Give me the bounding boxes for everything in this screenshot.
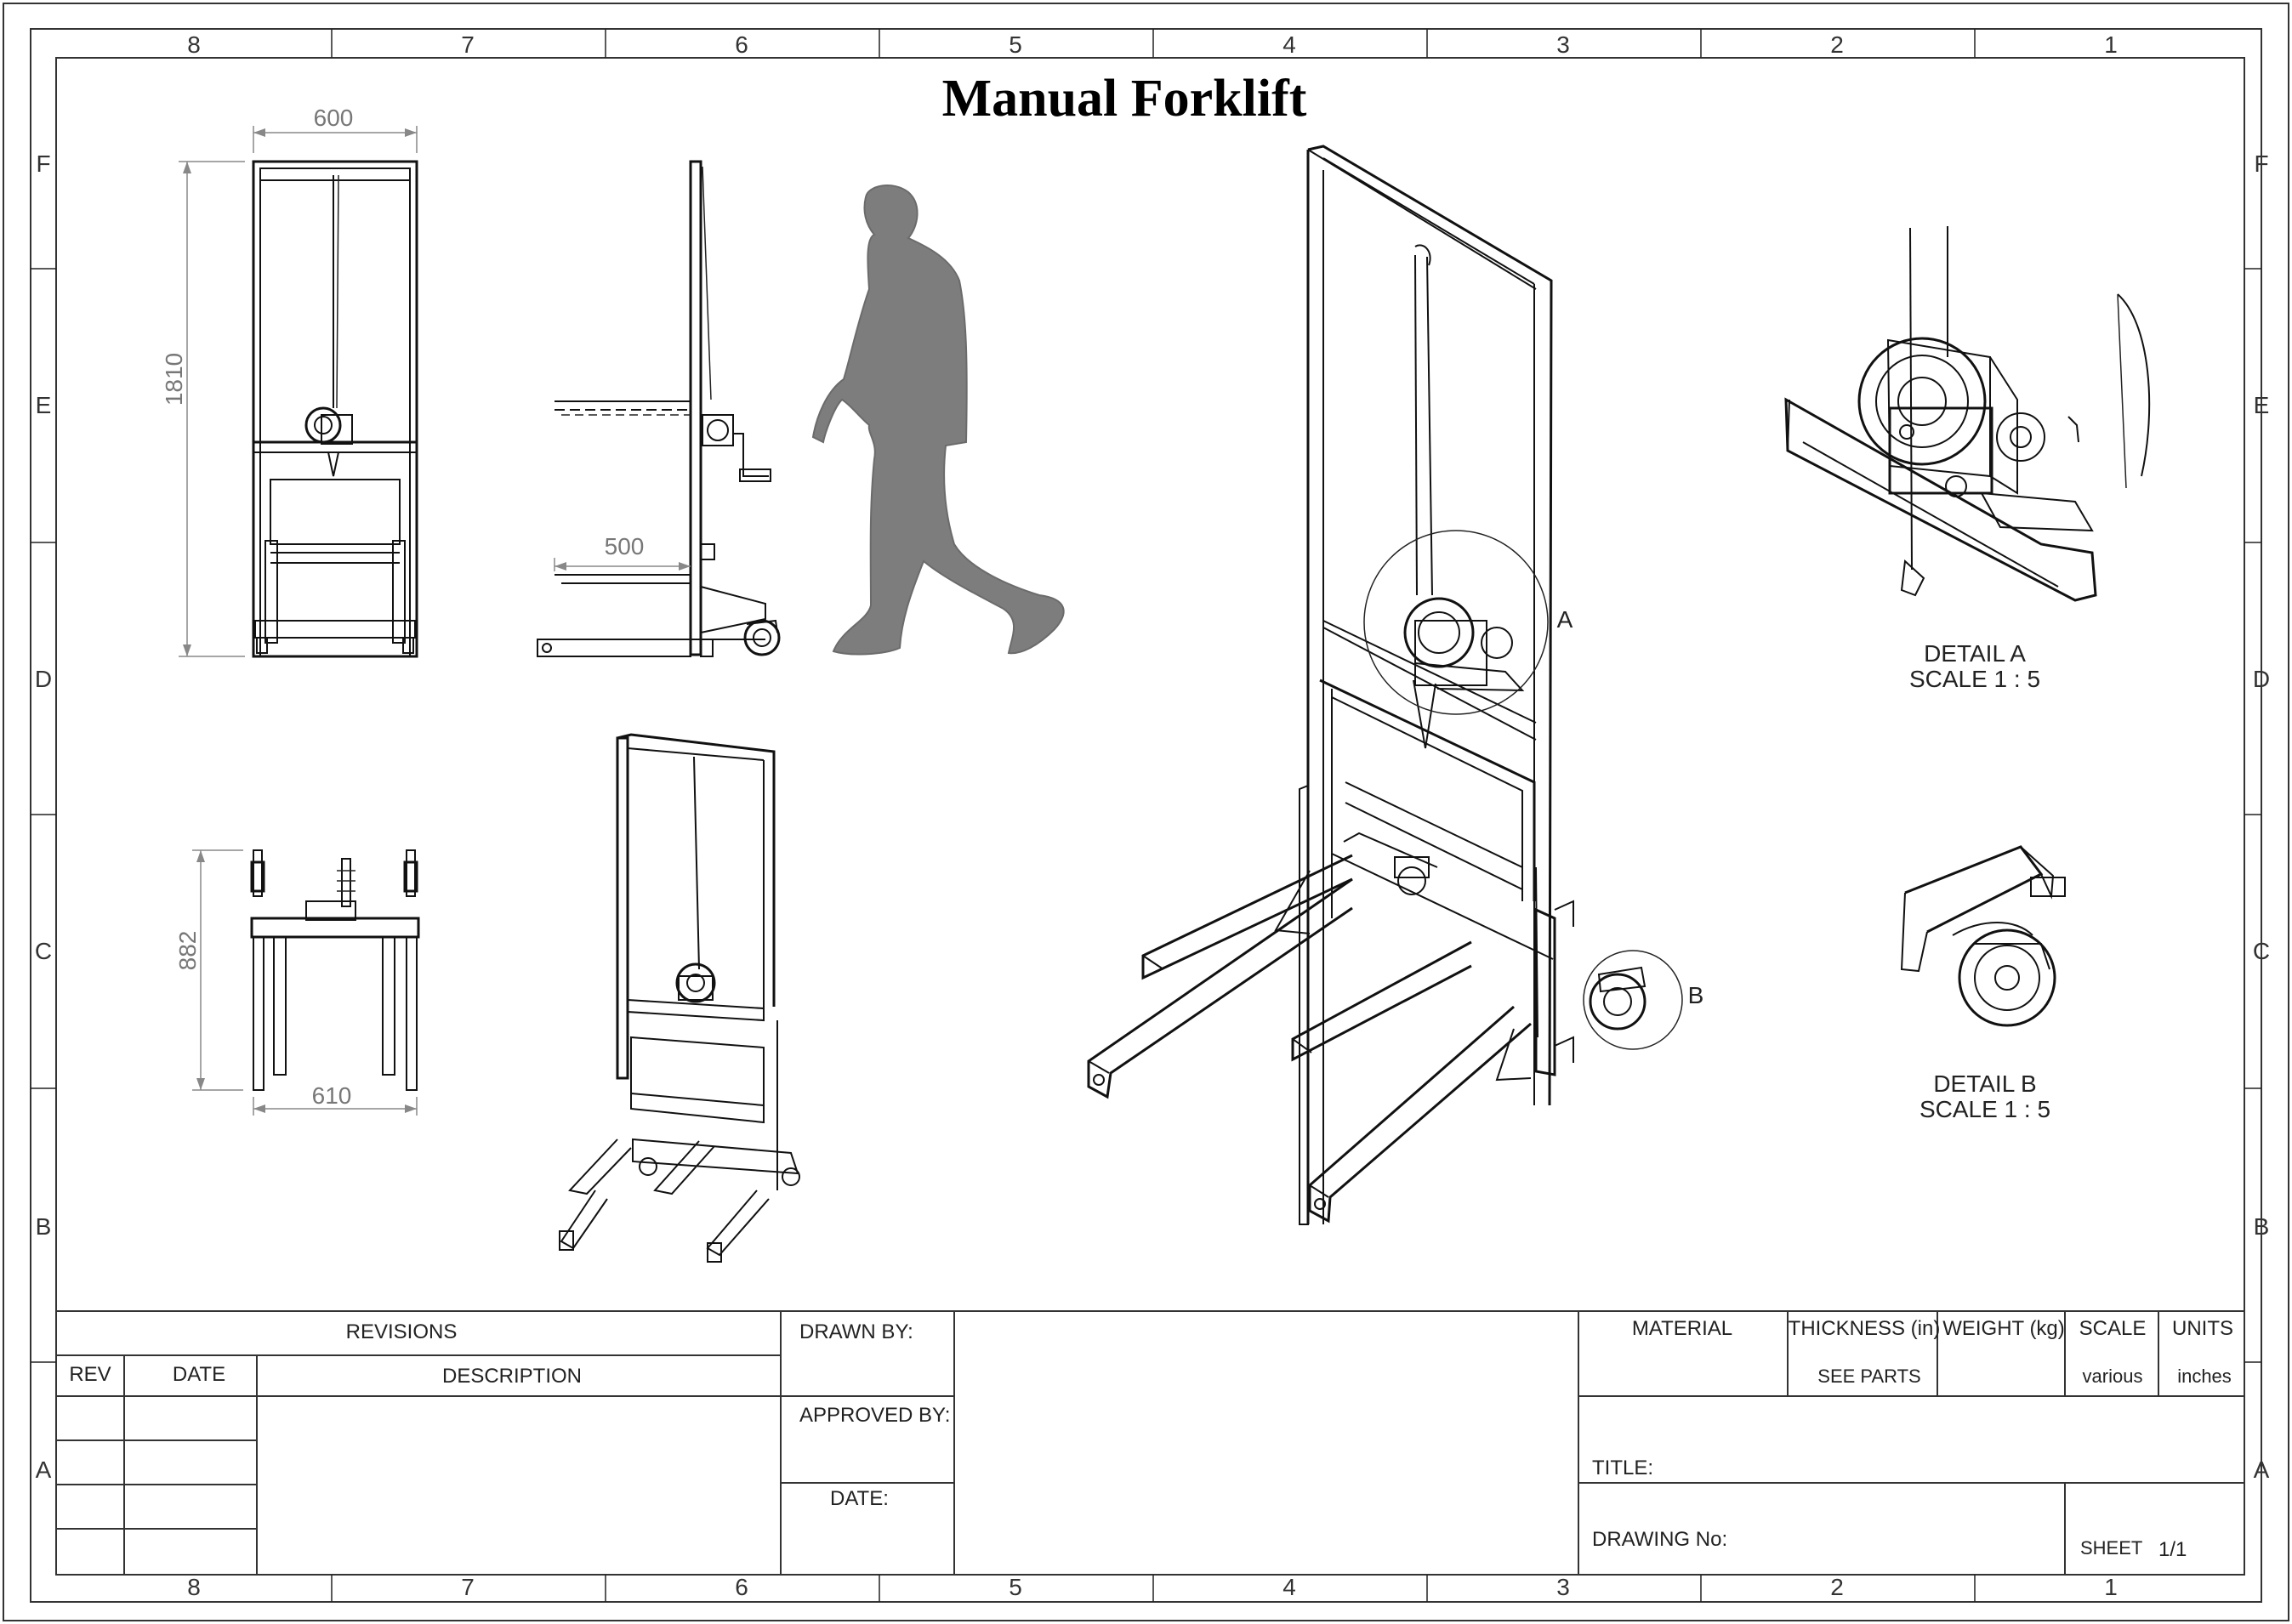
front-view-dimensions bbox=[179, 126, 418, 657]
zone-col-5-top: 5 bbox=[1009, 31, 1022, 58]
small-isometric-view bbox=[559, 733, 800, 1263]
zone-row-b-left: B bbox=[36, 1213, 52, 1240]
top-view bbox=[250, 849, 420, 1091]
zone-row-b-right: B bbox=[2254, 1213, 2270, 1240]
units-value: inches bbox=[2177, 1366, 2232, 1387]
zone-row-e-left: E bbox=[36, 392, 52, 418]
zone-col-7-bottom: 7 bbox=[461, 1574, 475, 1600]
side-view-dimensions bbox=[554, 558, 691, 571]
detail-callout-a: A bbox=[1557, 606, 1573, 633]
detail-callout-b: B bbox=[1688, 982, 1704, 1008]
zone-row-d-left: D bbox=[35, 666, 52, 692]
dimension-side-fork-length: 500 bbox=[605, 533, 645, 559]
sheet-value: 1/1 bbox=[2158, 1538, 2187, 1561]
detail-a-view bbox=[1784, 226, 2151, 602]
detail-callout-circles bbox=[1363, 530, 1683, 1050]
material-label: MATERIAL bbox=[1632, 1317, 1732, 1340]
main-isometric-view bbox=[1087, 145, 1646, 1225]
detail-a-scale: SCALE 1 : 5 bbox=[1909, 666, 2040, 692]
thickness-value: SEE PARTS bbox=[1817, 1366, 1920, 1387]
sheet-frame bbox=[30, 28, 2262, 1603]
zone-col-2-bottom: 2 bbox=[1830, 1574, 1844, 1600]
zone-col-5-bottom: 5 bbox=[1009, 1574, 1022, 1600]
detail-b-scale: SCALE 1 : 5 bbox=[1919, 1096, 2050, 1122]
approved-by-label: APPROVED BY: bbox=[799, 1404, 950, 1427]
zone-col-2-top: 2 bbox=[1830, 31, 1844, 58]
zone-col-8-bottom: 8 bbox=[187, 1574, 201, 1600]
zone-col-1-bottom: 1 bbox=[2104, 1574, 2118, 1600]
sheet-label: SHEET bbox=[2080, 1537, 2142, 1559]
rev-column-header: REV bbox=[69, 1363, 111, 1386]
zone-row-f-left: F bbox=[36, 150, 50, 177]
detail-b-label: DETAIL B bbox=[1933, 1070, 2036, 1097]
description-column-header: DESCRIPTION bbox=[442, 1365, 582, 1388]
zone-col-4-top: 4 bbox=[1282, 31, 1296, 58]
zone-col-6-bottom: 6 bbox=[735, 1574, 748, 1600]
drawing-border bbox=[55, 57, 2245, 1576]
zone-row-c-left: C bbox=[35, 938, 52, 964]
units-label: UNITS bbox=[2172, 1317, 2233, 1340]
zone-col-1-top: 1 bbox=[2104, 31, 2118, 58]
dimension-front-width: 600 bbox=[314, 105, 354, 131]
zone-col-3-bottom: 3 bbox=[1556, 1574, 1570, 1600]
zone-ticks bbox=[31, 29, 2261, 1602]
top-view-dimensions bbox=[192, 849, 418, 1116]
zone-col-7-top: 7 bbox=[461, 31, 475, 58]
zone-col-3-top: 3 bbox=[1556, 31, 1570, 58]
zone-row-f-right: F bbox=[2254, 150, 2268, 177]
title-label: TITLE: bbox=[1592, 1456, 1653, 1479]
drawing-number-label: DRAWING No: bbox=[1592, 1528, 1727, 1551]
date-column-header: DATE bbox=[173, 1363, 225, 1386]
scale-value: various bbox=[2083, 1366, 2143, 1387]
dimension-top-depth: 882 bbox=[174, 931, 201, 971]
date-label: DATE: bbox=[830, 1487, 889, 1510]
scale-label: SCALE bbox=[2079, 1317, 2147, 1340]
zone-col-4-bottom: 4 bbox=[1282, 1574, 1296, 1600]
zone-col-8-top: 8 bbox=[187, 31, 201, 58]
weight-label: WEIGHT (kg) bbox=[1942, 1317, 2065, 1340]
title-block-grid bbox=[56, 1310, 2244, 1575]
detail-a-label: DETAIL A bbox=[1924, 640, 2026, 667]
zone-row-a-right: A bbox=[2254, 1456, 2270, 1483]
drawn-by-label: DRAWN BY: bbox=[799, 1320, 913, 1343]
side-view bbox=[537, 160, 781, 657]
outer-frame bbox=[3, 3, 2289, 1621]
drawing-title: Manual Forklift bbox=[942, 70, 1307, 128]
zone-row-d-right: D bbox=[2253, 666, 2270, 692]
dimension-front-height: 1810 bbox=[161, 353, 187, 406]
thickness-label: THICKNESS (in) bbox=[1789, 1317, 1941, 1340]
zone-col-6-top: 6 bbox=[735, 31, 748, 58]
front-view bbox=[252, 160, 418, 658]
zone-row-a-left: A bbox=[36, 1456, 52, 1483]
detail-b-view bbox=[1900, 845, 2066, 1027]
human-silhouette bbox=[811, 185, 1065, 656]
revisions-header: REVISIONS bbox=[346, 1320, 458, 1343]
dimension-top-width: 610 bbox=[312, 1082, 352, 1109]
zone-row-e-right: E bbox=[2254, 392, 2270, 418]
zone-row-c-right: C bbox=[2253, 938, 2270, 964]
